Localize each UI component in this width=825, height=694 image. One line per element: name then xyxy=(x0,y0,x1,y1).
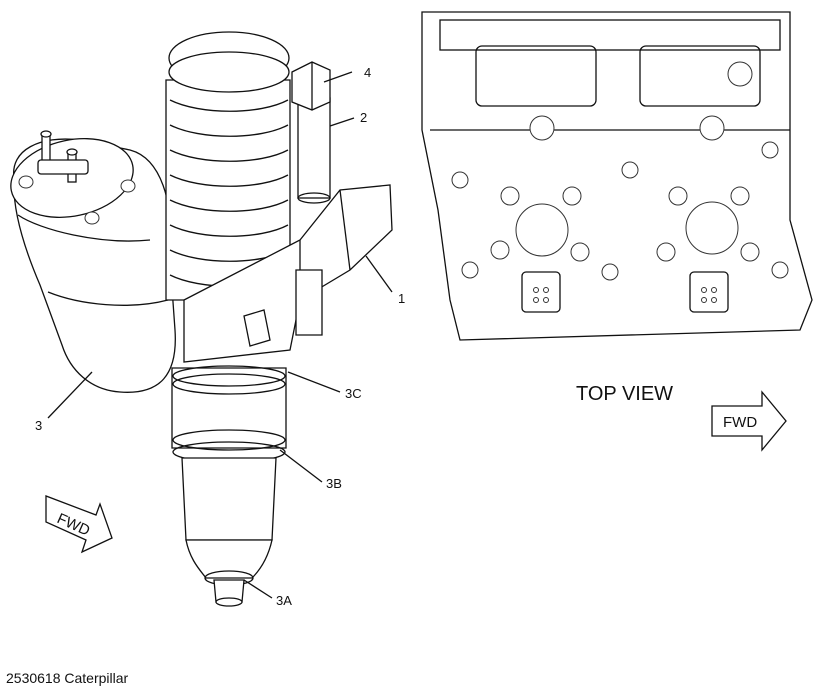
clamp xyxy=(183,184,393,363)
bolt xyxy=(291,61,331,204)
leader-lines xyxy=(47,71,393,599)
callout-3a: 3A xyxy=(276,593,292,608)
callout-3: 3 xyxy=(35,418,42,433)
callout-2: 2 xyxy=(360,110,367,125)
image-caption: 2530618 Caterpillar xyxy=(6,670,129,686)
callout-1: 1 xyxy=(398,291,405,306)
fwd-label-right: FWD xyxy=(723,414,757,431)
callout-3c: 3C xyxy=(345,386,362,401)
callout-3b: 3B xyxy=(326,476,342,491)
top-view-cylinder-head xyxy=(421,11,813,341)
injector-assembly xyxy=(10,31,393,607)
top-view-title: TOP VIEW xyxy=(576,383,673,405)
injector-body xyxy=(171,365,287,607)
fwd-arrow-left xyxy=(45,495,113,554)
spring xyxy=(165,31,291,301)
solenoid xyxy=(10,130,176,393)
fwd-arrow-right xyxy=(711,390,787,452)
callout-4: 4 xyxy=(364,65,371,80)
